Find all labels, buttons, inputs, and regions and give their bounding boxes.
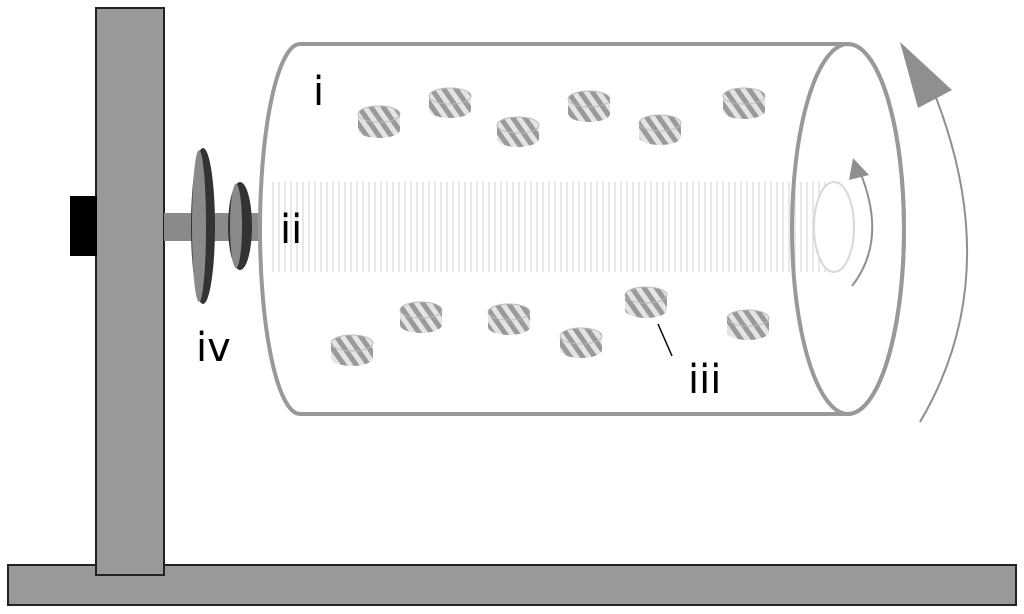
inner-shaft: [268, 181, 855, 273]
particle: [726, 309, 770, 340]
particle: [559, 327, 603, 358]
inner-rotation-arrow: [851, 171, 874, 287]
vertical-post: [95, 7, 165, 576]
particles-leader-line: [657, 323, 673, 357]
label-coupling: iv: [196, 325, 231, 371]
label-particles: iii: [688, 357, 721, 403]
label-shaft: ii: [280, 207, 302, 253]
particles-bottom: [330, 286, 770, 366]
particle: [357, 105, 401, 138]
particle: [722, 87, 766, 119]
outer-rotation-arrow: [919, 77, 968, 423]
particle: [428, 87, 472, 118]
particle: [638, 114, 682, 145]
cylinder-end-rim: [790, 42, 906, 416]
outer-arrowhead: [900, 42, 952, 108]
coupling: [191, 148, 252, 304]
particle: [624, 286, 668, 318]
inner-arrowhead: [849, 158, 869, 180]
particle: [330, 334, 374, 366]
particles-top: [357, 87, 766, 147]
particle: [487, 303, 531, 335]
label-cylinder: i: [313, 69, 324, 115]
particle: [567, 90, 611, 122]
base-plate: [7, 564, 1017, 606]
particle: [496, 116, 540, 147]
post-knob: [70, 196, 97, 256]
particle: [399, 301, 443, 333]
